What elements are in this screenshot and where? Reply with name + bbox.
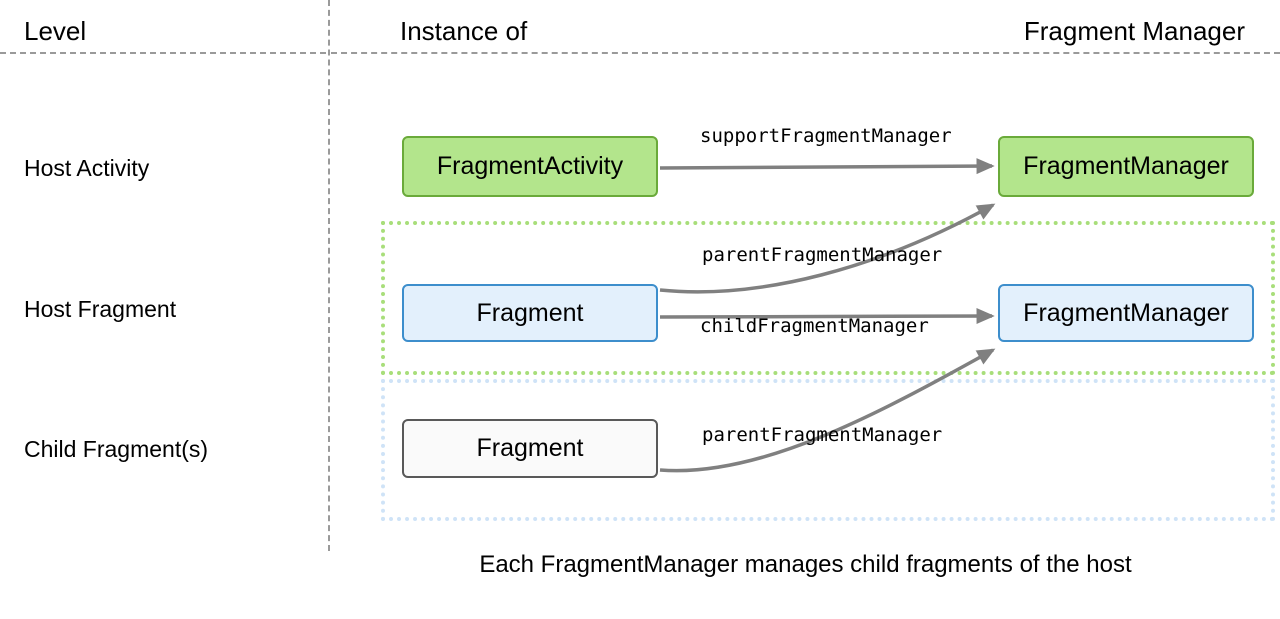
header-divider-right xyxy=(331,52,1280,54)
node-fragment-manager-activity[interactable]: FragmentManager xyxy=(998,136,1254,197)
node-host-fragment[interactable]: Fragment xyxy=(402,284,658,342)
header-divider-left xyxy=(0,52,326,54)
vertical-divider xyxy=(328,0,330,551)
edge-label-parent-fragment-manager-host: parentFragmentManager xyxy=(702,244,943,266)
diagram-caption: Each FragmentManager manages child fragm… xyxy=(479,551,1132,578)
column-header-fragment-manager: Fragment Manager xyxy=(1023,16,1245,46)
node-fragment-manager-host-fragment[interactable]: FragmentManager xyxy=(998,284,1254,342)
column-header-instance-of: Instance of xyxy=(400,16,528,46)
row-label-child-fragment: Child Fragment(s) xyxy=(24,436,209,462)
row-label-host-fragment: Host Fragment xyxy=(24,296,177,322)
node-child-fragment[interactable]: Fragment xyxy=(402,419,658,478)
edge-label-parent-fragment-manager-child: parentFragmentManager xyxy=(702,424,943,446)
edge-label-support-fragment-manager: supportFragmentManager xyxy=(700,125,952,147)
node-fragment-activity[interactable]: FragmentActivity xyxy=(402,136,658,197)
row-label-host-activity: Host Activity xyxy=(24,155,150,181)
column-header-level: Level xyxy=(24,16,87,46)
arrow-support-fragment-manager xyxy=(659,158,995,175)
edge-label-child-fragment-manager: childFragmentManager xyxy=(700,315,929,337)
